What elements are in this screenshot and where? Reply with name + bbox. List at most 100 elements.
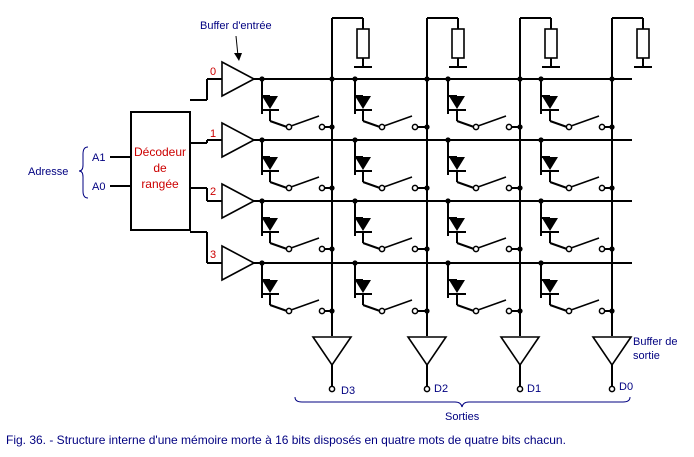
cell-lead-wire bbox=[456, 181, 475, 189]
cell-switch-contact bbox=[472, 184, 480, 192]
cell-diode bbox=[449, 96, 465, 109]
cell-switch-contact bbox=[505, 123, 513, 131]
cell-tap-dot bbox=[259, 198, 265, 204]
cell-lead-wire bbox=[456, 242, 475, 250]
cell-lead-wire bbox=[456, 120, 475, 128]
output-buffer-0 bbox=[311, 336, 353, 367]
row-decoder-block bbox=[130, 111, 191, 231]
address-a0-label: A0 bbox=[92, 181, 105, 193]
input-buffer-1 bbox=[221, 121, 256, 159]
column-junction-dot bbox=[424, 76, 430, 82]
cell-switch-blade bbox=[477, 237, 507, 249]
circuit-components bbox=[221, 28, 650, 393]
cell-tap-dot bbox=[538, 137, 544, 143]
cell-switch-blade bbox=[383, 176, 413, 188]
output-buffer-label-line1: Buffer de bbox=[633, 336, 677, 348]
output-d3-label: D3 bbox=[341, 385, 355, 397]
cell-lead-wire bbox=[549, 120, 568, 128]
output-terminal-1 bbox=[423, 385, 431, 393]
cell-tap-dot bbox=[259, 260, 265, 266]
cell-column-dot bbox=[609, 124, 615, 130]
input-buffer-2 bbox=[221, 182, 256, 220]
cell-lead-wire bbox=[549, 304, 568, 312]
cell-switch-contact bbox=[505, 307, 513, 315]
figure-caption: Fig. 36. - Structure interne d'une mémoi… bbox=[6, 433, 566, 447]
cell-switch-contact bbox=[285, 123, 293, 131]
cell-switch-contact bbox=[285, 245, 293, 253]
cell-column-dot bbox=[517, 185, 523, 191]
input-buffer-arrow-shaft bbox=[235, 35, 239, 57]
row-number-1: 1 bbox=[210, 128, 216, 140]
cell-lead-wire bbox=[269, 120, 288, 128]
address-a1-label: A1 bbox=[92, 152, 105, 164]
output-d2-label: D2 bbox=[434, 383, 448, 395]
cell-switch-contact bbox=[285, 307, 293, 315]
output-terminal-3 bbox=[608, 385, 616, 393]
pullup-resistor-1 bbox=[451, 28, 465, 59]
cell-switch-blade bbox=[290, 237, 320, 249]
cell-switch-contact bbox=[472, 123, 480, 131]
column-junction-dot bbox=[517, 76, 523, 82]
cell-tap-dot bbox=[538, 198, 544, 204]
cell-switch-contact bbox=[598, 245, 606, 253]
cell-switch-contact bbox=[598, 123, 606, 131]
cell-column-dot bbox=[424, 185, 430, 191]
outputs-group-label: Sorties bbox=[445, 411, 480, 423]
output-d0-label: D0 bbox=[619, 381, 633, 393]
cell-switch-contact bbox=[505, 184, 513, 192]
cell-switch-blade bbox=[383, 115, 413, 127]
decoder-label-line1: Décodeur bbox=[134, 145, 186, 159]
cell-tap-dot bbox=[352, 137, 358, 143]
cell-tap-dot bbox=[259, 76, 265, 82]
cell-switch-blade bbox=[477, 176, 507, 188]
cell-lead-wire bbox=[269, 181, 288, 189]
cell-diode bbox=[262, 218, 278, 231]
cell-switch-contact bbox=[318, 307, 326, 315]
address-label: Adresse bbox=[28, 166, 68, 178]
cell-lead-wire bbox=[549, 181, 568, 189]
output-buffer-3 bbox=[591, 336, 633, 367]
cell-switch-contact bbox=[472, 245, 480, 253]
cell-switch-blade bbox=[477, 299, 507, 311]
cell-switch-blade bbox=[383, 237, 413, 249]
cell-lead-wire bbox=[549, 242, 568, 250]
cell-switch-blade bbox=[290, 176, 320, 188]
cell-diode bbox=[449, 218, 465, 231]
cell-diode bbox=[542, 96, 558, 109]
cell-switch-contact bbox=[565, 307, 573, 315]
cell-column-dot bbox=[329, 308, 335, 314]
cell-switch-contact bbox=[378, 245, 386, 253]
cell-switch-contact bbox=[378, 184, 386, 192]
decoder-label-line3: rangée bbox=[141, 177, 179, 191]
cell-tap-dot bbox=[538, 76, 544, 82]
column-junction-dot bbox=[609, 76, 615, 82]
cell-column-dot bbox=[329, 185, 335, 191]
input-buffer-label: Buffer d'entrée bbox=[200, 20, 272, 32]
cell-switch-contact bbox=[411, 184, 419, 192]
cell-diode bbox=[542, 280, 558, 293]
cell-switch-contact bbox=[285, 184, 293, 192]
cell-switch-contact bbox=[565, 245, 573, 253]
output-d1-label: D1 bbox=[527, 383, 541, 395]
cell-switch-contact bbox=[318, 123, 326, 131]
cell-tap-dot bbox=[445, 76, 451, 82]
cell-switch-contact bbox=[598, 184, 606, 192]
pullup-resistor-3 bbox=[636, 28, 650, 59]
address-brace bbox=[78, 146, 89, 199]
cell-switch-blade bbox=[570, 176, 600, 188]
cell-diode bbox=[449, 280, 465, 293]
cell-switch-contact bbox=[378, 123, 386, 131]
cell-lead-wire bbox=[456, 304, 475, 312]
input-buffer-3 bbox=[221, 244, 256, 282]
outputs-brace bbox=[294, 396, 631, 408]
cell-diode bbox=[542, 218, 558, 231]
cell-switch-contact bbox=[505, 245, 513, 253]
cell-column-dot bbox=[329, 246, 335, 252]
row-number-3: 3 bbox=[210, 249, 216, 261]
cell-column-dot bbox=[609, 308, 615, 314]
cell-diode bbox=[355, 157, 371, 170]
cell-tap-dot bbox=[259, 137, 265, 143]
cell-switch-blade bbox=[290, 115, 320, 127]
cell-diode bbox=[355, 280, 371, 293]
